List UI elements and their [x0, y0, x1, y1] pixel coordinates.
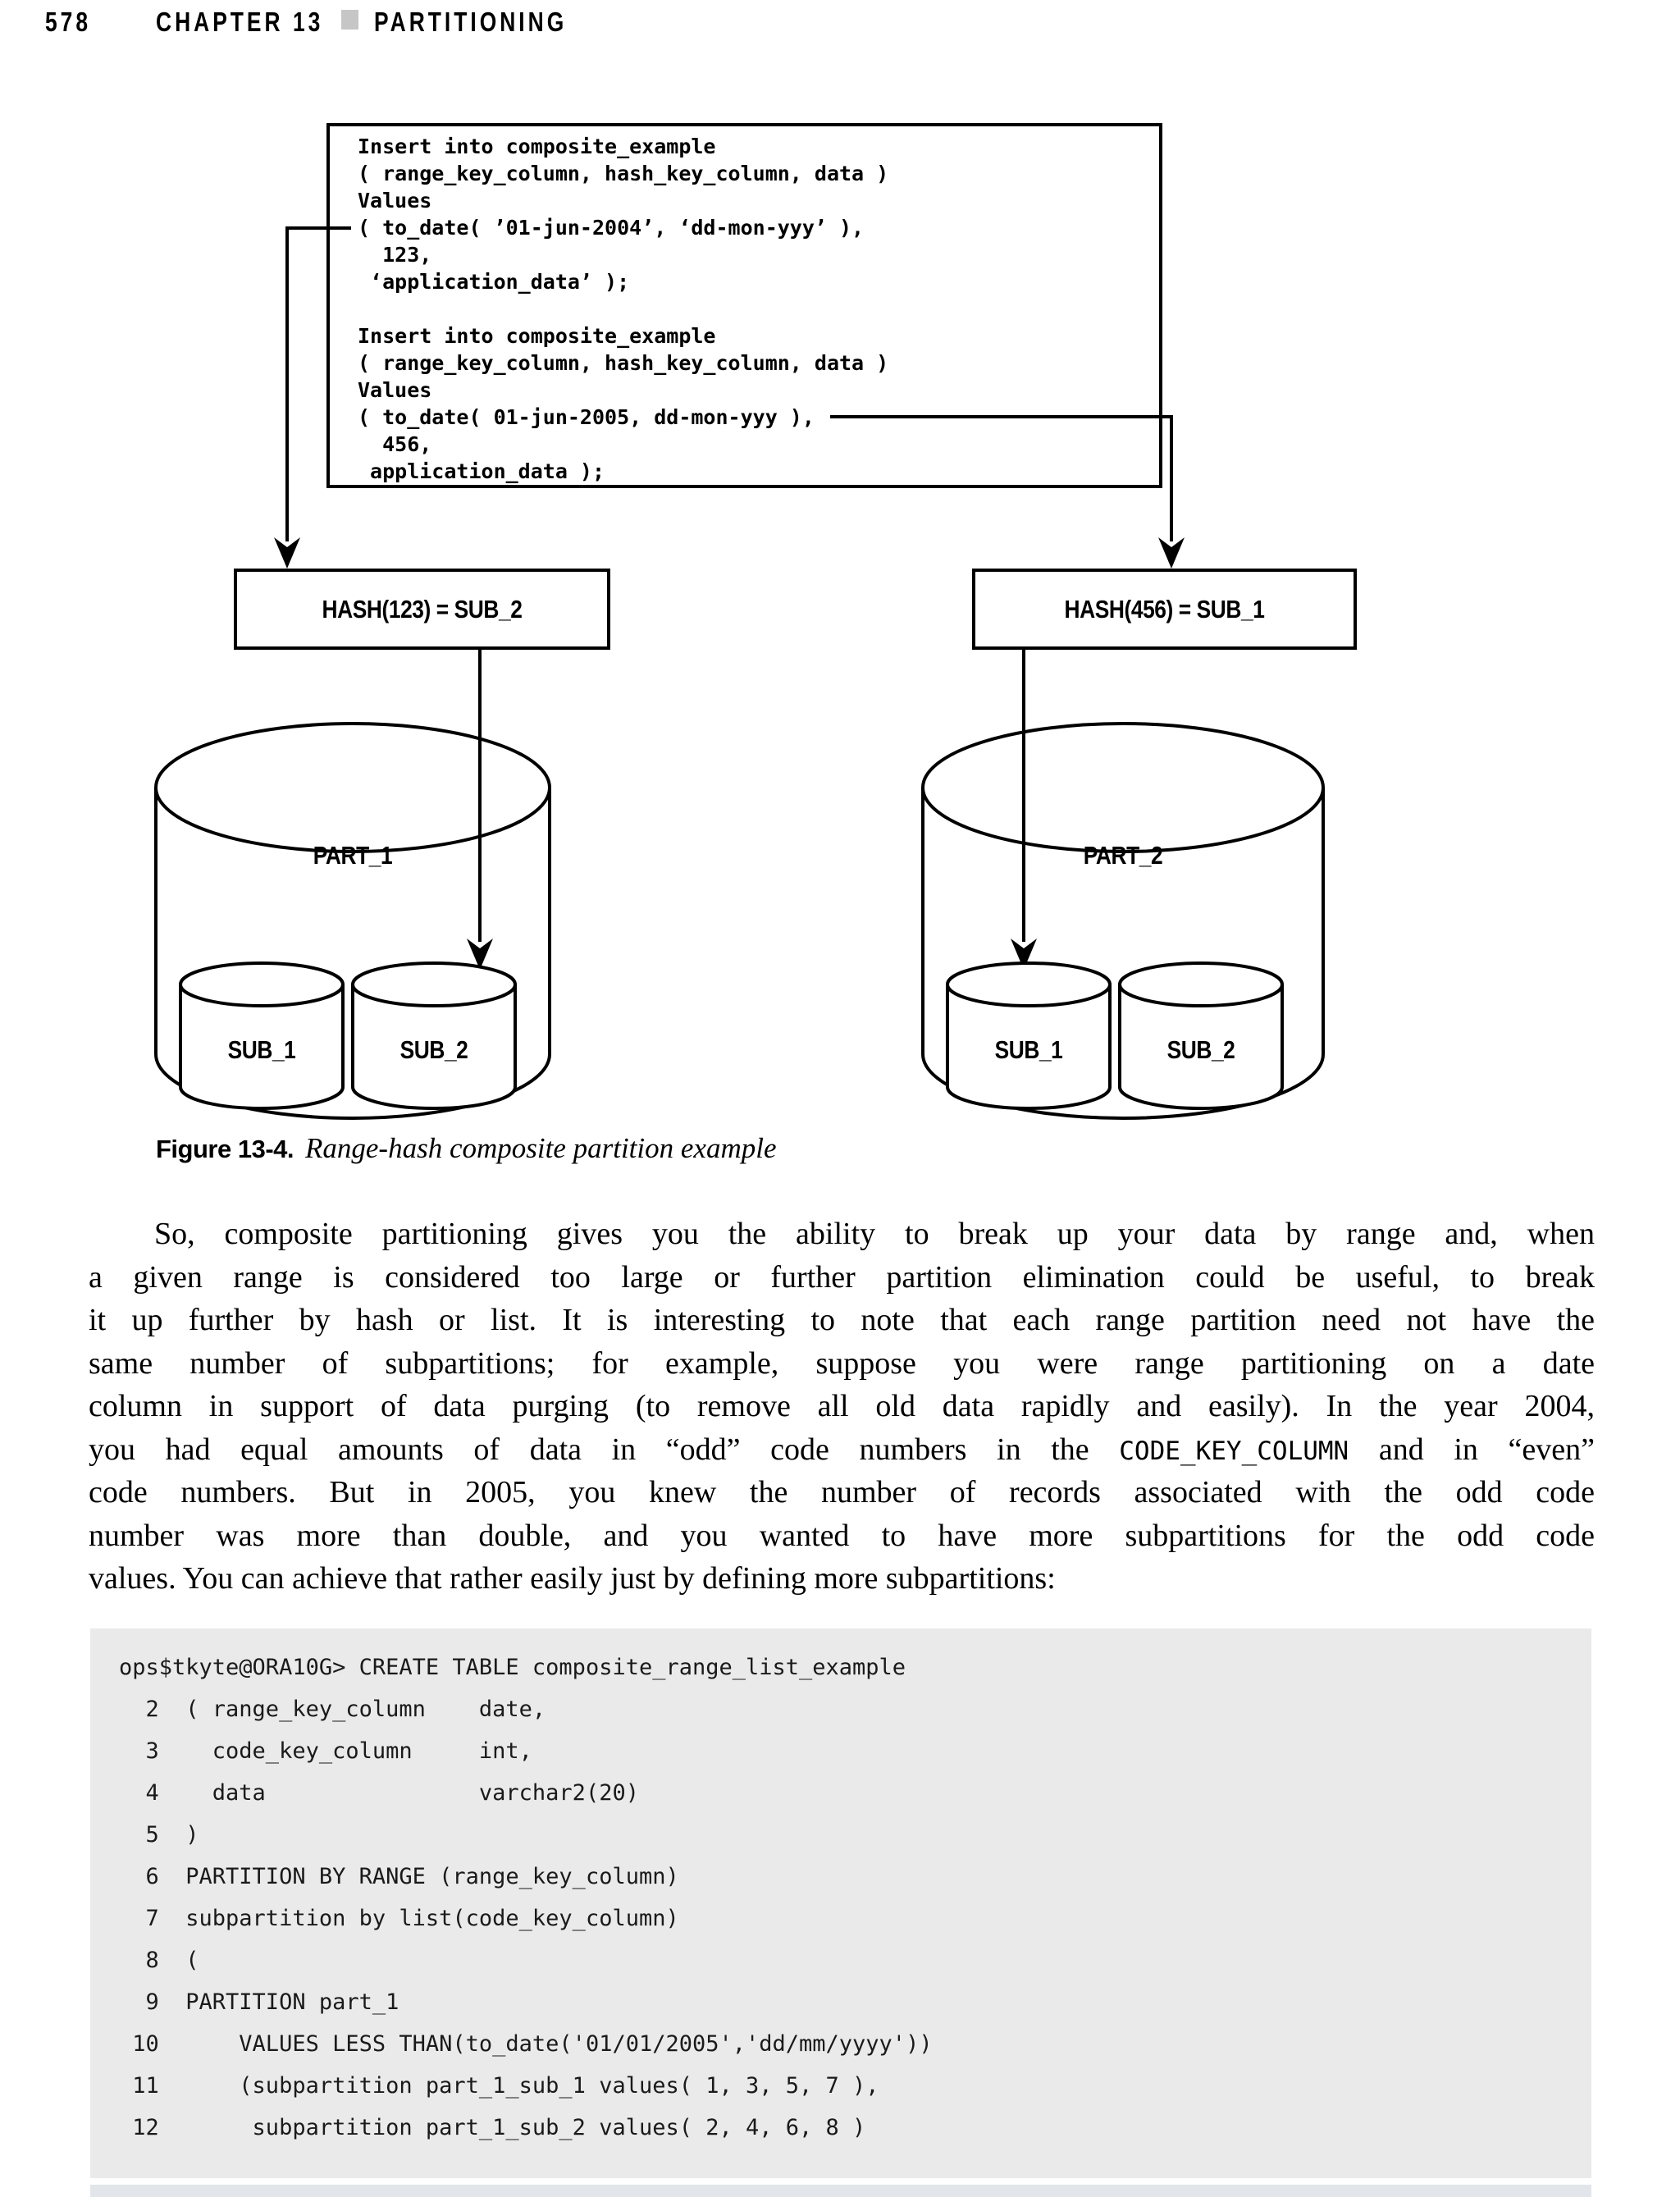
- figure-caption: Figure 13-4. Range-hash composite partiti…: [156, 1132, 776, 1165]
- part2-sub2-cylinder: [1118, 961, 1284, 1110]
- insert-sql-text: Insert into composite_example ( range_ke…: [358, 135, 889, 483]
- figure-caption-text: Range-hash composite partition example: [305, 1132, 777, 1164]
- arrowhead-into-part1-sub2: [467, 939, 493, 970]
- arrowhead-into-part2-sub1: [1011, 939, 1037, 970]
- body-line: a given range is considered too large or…: [89, 1259, 1595, 1295]
- body-line: same number of subpartitions; for exampl…: [89, 1345, 1595, 1381]
- figure-caption-number: Figure 13-4.: [156, 1135, 294, 1163]
- next-block-edge-strip: [90, 2185, 1591, 2197]
- body-line-with-code: you had equal amounts of data in “odd” c…: [89, 1428, 1595, 1472]
- arrowhead-into-hash123: [274, 537, 300, 569]
- body-line: it up further by hash or list. It is int…: [89, 1303, 1595, 1337]
- inline-code-token: CODE_KEY_COLUMN: [1119, 1436, 1349, 1466]
- part1-sub2-cylinder: [351, 961, 517, 1110]
- part1-sub1-cylinder: [179, 961, 345, 1110]
- part1-sub2-label: SUB_2: [399, 1035, 468, 1064]
- part1-label: PART_1: [313, 841, 393, 870]
- body-line: code numbers. But in 2005, you knew the …: [89, 1475, 1595, 1510]
- header-divider-square: [341, 10, 358, 30]
- sql-code-box: [326, 123, 1162, 488]
- body-line: column in support of data purging (to re…: [89, 1389, 1595, 1423]
- body-text-fragment: you had equal amounts of data in “odd” c…: [89, 1432, 1120, 1467]
- part1-sub1-label: SUB_1: [227, 1035, 296, 1064]
- connector-2004-row-arrow-line: [285, 226, 351, 541]
- sql-listing-text: ops$tkyte@ORA10G> CREATE TABLE composite…: [119, 1655, 933, 2140]
- figure-13-4-diagram: [154, 123, 1357, 1120]
- part2-cylinder: [921, 722, 1325, 1120]
- part2-sub2-label: SUB_2: [1166, 1035, 1235, 1064]
- part2-sub1-cylinder: [946, 961, 1112, 1110]
- page-number: 578: [45, 7, 92, 37]
- arrowhead-into-hash456: [1158, 537, 1185, 569]
- body-line: values. You can achieve that rather easi…: [89, 1561, 1056, 1596]
- body-line: So, composite partitioning gives you the…: [154, 1217, 1595, 1251]
- hash456-label: HASH(456) = SUB_1: [1064, 595, 1265, 623]
- hash123-label: HASH(123) = SUB_2: [322, 595, 523, 623]
- chapter-heading: CHAPTER 13: [156, 7, 324, 37]
- part1-cylinder: [154, 722, 551, 1120]
- hash456-box: [972, 569, 1357, 650]
- body-line: number was more than double, and you wan…: [89, 1518, 1595, 1553]
- hash123-box: [234, 569, 610, 650]
- part2-sub1-label: SUB_1: [994, 1035, 1063, 1064]
- connector-2005-row-arrow-line: [830, 415, 1173, 541]
- sql-listing-block: ops$tkyte@ORA10G> CREATE TABLE composite…: [90, 1628, 1591, 2178]
- body-text-fragment: and in “even”: [1349, 1432, 1596, 1467]
- part2-label: PART_2: [1083, 841, 1163, 870]
- body-paragraph: So, composite partitioning gives you the…: [89, 1213, 1595, 1601]
- section-heading: PARTITIONING: [374, 7, 568, 37]
